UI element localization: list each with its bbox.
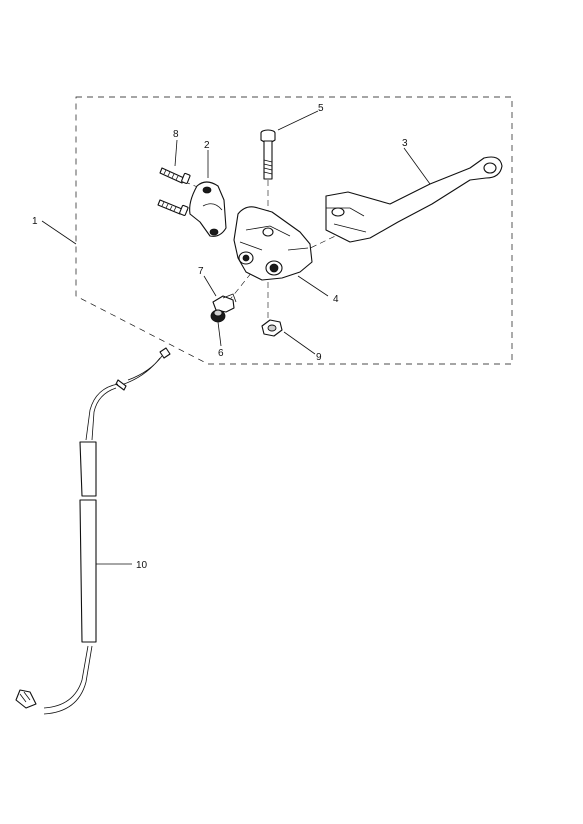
lever-nut (261, 319, 283, 337)
callout-7: 7 (198, 266, 204, 277)
pivot-bolt (260, 129, 276, 180)
callout-9: 9 (316, 352, 322, 363)
callout-1: 1 (32, 216, 38, 227)
callout-5: 5 (318, 103, 324, 114)
callout-6: 6 (218, 348, 224, 359)
clutch-lever (325, 156, 503, 243)
callout-3: 3 (402, 138, 408, 149)
callout-4: 4 (333, 294, 339, 305)
switch-harness (15, 347, 171, 715)
handlebar-clamp (189, 181, 227, 237)
callout-2: 2 (204, 140, 210, 151)
callout-10: 10 (136, 560, 148, 571)
leader-lines (41, 110, 431, 565)
callout-labels: 1 2 3 4 5 6 7 8 9 10 (32, 103, 408, 571)
clutch-switch (210, 293, 237, 323)
clamp-screws (157, 167, 191, 217)
assembly-boundary (75, 96, 513, 365)
lever-body (233, 206, 313, 281)
callout-8: 8 (173, 129, 179, 140)
